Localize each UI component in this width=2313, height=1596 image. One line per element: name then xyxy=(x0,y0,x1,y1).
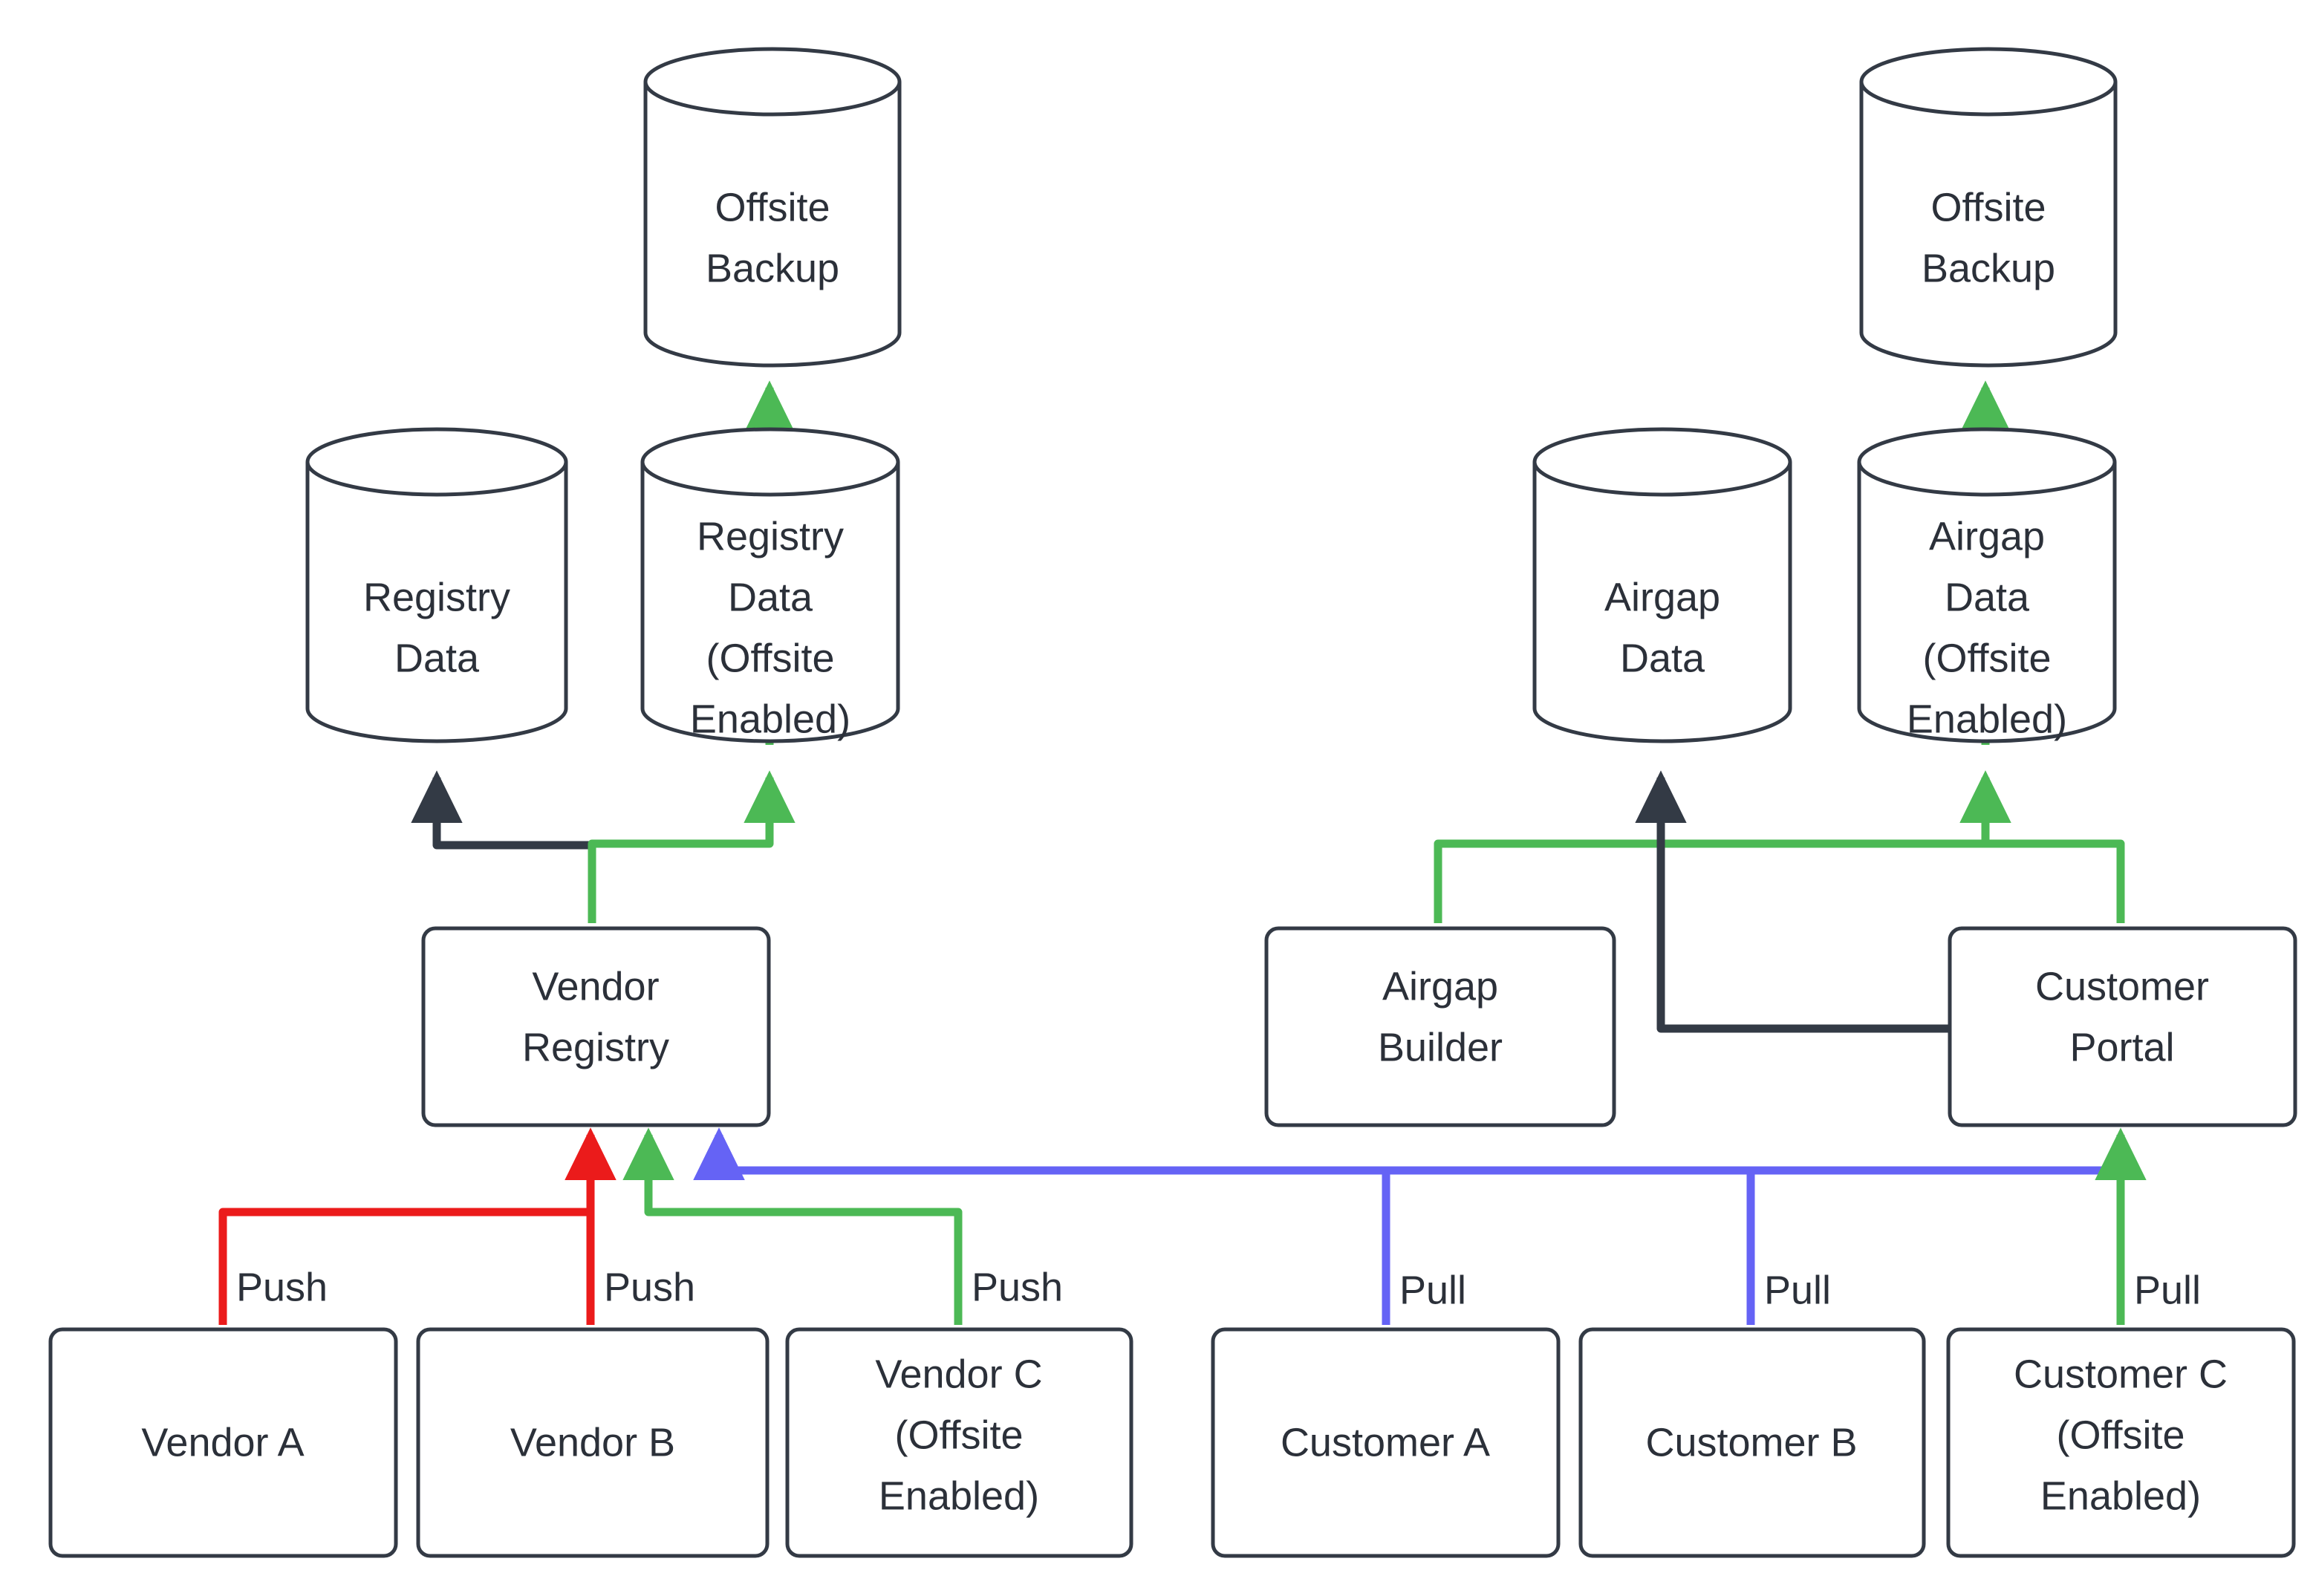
node-airgap-data[interactable]: Airgap Data xyxy=(1532,427,1792,743)
box-shape xyxy=(1948,926,2297,1127)
edge-airgap-builder-to-airgap-data-offsite xyxy=(1434,770,2011,923)
box-shape xyxy=(785,1327,1133,1558)
cylinder-top-arc xyxy=(305,461,568,497)
node-label-line1: Airgap xyxy=(1604,575,1720,619)
node-label-line2: Data xyxy=(728,575,813,619)
node-offsite-backup-right[interactable]: Offsite Backup xyxy=(1859,47,2118,368)
node-label-line1: Registry xyxy=(697,514,844,558)
edge-label-vendor-c-push: Push xyxy=(972,1265,1063,1309)
node-label-line2: Backup xyxy=(1922,246,2055,290)
node-label-line1: Customer C xyxy=(2014,1352,2228,1396)
edge-label-vendor-b-push: Push xyxy=(604,1265,695,1309)
node-label-line1: Registry xyxy=(363,575,510,619)
node-label-line1: Vendor C xyxy=(875,1352,1042,1396)
node-label-line1: Airgap xyxy=(1929,514,2045,558)
box-shape xyxy=(416,1327,770,1558)
node-label-line2: Data xyxy=(394,636,480,680)
node-label-line1: Airgap xyxy=(1382,964,1498,1009)
node-label-line2: (Offsite xyxy=(894,1413,1023,1457)
cylinder-body xyxy=(1857,427,2117,743)
node-label-line2: Registry xyxy=(522,1025,669,1069)
node-label-line3: (Offsite xyxy=(706,636,834,680)
edge-customer-c-to-vendor-registry xyxy=(693,1127,2121,1180)
box-shape xyxy=(1211,1327,1561,1558)
edge-label-customer-a-pull: Pull xyxy=(1399,1268,1466,1312)
edge-vendor-c-to-vendor-registry xyxy=(622,1127,963,1325)
edge-label-customer-b-pull: Pull xyxy=(1764,1268,1831,1312)
node-vendor-registry[interactable]: Vendor Registry xyxy=(421,926,771,1127)
node-customer-portal[interactable]: Customer Portal xyxy=(1948,926,2297,1127)
node-vendor-a[interactable]: Vendor A xyxy=(48,1327,398,1558)
node-registry-data[interactable]: Registry Data xyxy=(305,427,568,743)
box-shape xyxy=(1578,1327,1926,1558)
node-label-line1: Vendor A xyxy=(141,1420,304,1465)
cylinder-top-arc xyxy=(1859,81,2118,117)
node-label-line1: Customer A xyxy=(1281,1420,1490,1465)
edge-label-vendor-a-push: Push xyxy=(236,1265,328,1309)
node-label-line4: Enabled) xyxy=(690,697,850,741)
cylinder-top-arc xyxy=(1857,461,2117,497)
node-vendor-b[interactable]: Vendor B xyxy=(416,1327,770,1558)
node-label-line3: Enabled) xyxy=(879,1473,1039,1518)
cylinder-body xyxy=(1859,47,2118,368)
node-label-line3: (Offsite xyxy=(1922,636,2051,680)
box-shape xyxy=(421,926,771,1127)
cylinder-top-arc xyxy=(1532,461,1792,497)
node-airgap-builder[interactable]: Airgap Builder xyxy=(1264,926,1616,1127)
node-label-line2: (Offsite xyxy=(2056,1413,2184,1457)
node-customer-b[interactable]: Customer B xyxy=(1578,1327,1926,1558)
node-label-line4: Enabled) xyxy=(1907,697,2067,741)
node-label-line2: Portal xyxy=(2069,1025,2174,1069)
edge-customer-b-to-vendor-registry xyxy=(693,1127,1755,1325)
cylinder-body xyxy=(640,427,900,743)
box-shape xyxy=(48,1327,398,1558)
node-label-line2: Data xyxy=(1620,636,1705,680)
node-offsite-backup-left[interactable]: Offsite Backup xyxy=(643,47,902,368)
cylinder-top-arc xyxy=(640,461,900,497)
node-label-line1: Offsite xyxy=(715,185,830,229)
node-vendor-c[interactable]: Vendor C (Offsite Enabled) xyxy=(785,1327,1133,1558)
node-label-line2: Backup xyxy=(706,246,839,290)
box-shape xyxy=(1264,926,1616,1127)
node-label-line1: Offsite xyxy=(1930,185,2046,229)
edge-vendor-registry-to-registry-data-offsite xyxy=(588,770,796,923)
node-label-line1: Customer xyxy=(2035,964,2209,1009)
node-customer-c[interactable]: Customer C (Offsite Enabled) xyxy=(1946,1327,2296,1558)
node-airgap-data-offsite[interactable]: Airgap Data (Offsite Enabled) xyxy=(1857,427,2117,743)
node-label-line2: Builder xyxy=(1378,1025,1503,1069)
node-label-line1: Vendor xyxy=(532,964,659,1009)
box-shape xyxy=(1946,1327,2296,1558)
node-label-line1: Customer B xyxy=(1645,1420,1857,1465)
cylinder-body xyxy=(1532,427,1792,743)
edge-vendor-registry-to-registry-data xyxy=(411,770,596,923)
node-registry-data-offsite[interactable]: Registry Data (Offsite Enabled) xyxy=(640,427,900,743)
edge-label-customer-c-pull: Pull xyxy=(2134,1268,2201,1312)
edge-customer-portal-to-airgap-data xyxy=(1635,770,1950,1033)
cylinder-body xyxy=(305,427,568,743)
cylinder-top-arc xyxy=(643,81,902,117)
node-customer-a[interactable]: Customer A xyxy=(1211,1327,1561,1558)
node-label-line2: Data xyxy=(1945,575,2030,619)
cylinder-body xyxy=(643,47,902,368)
node-label-line1: Vendor B xyxy=(510,1420,675,1465)
edge-customer-portal-to-airgap-data-offsite xyxy=(1959,770,2125,923)
node-label-line3: Enabled) xyxy=(2040,1473,2201,1518)
